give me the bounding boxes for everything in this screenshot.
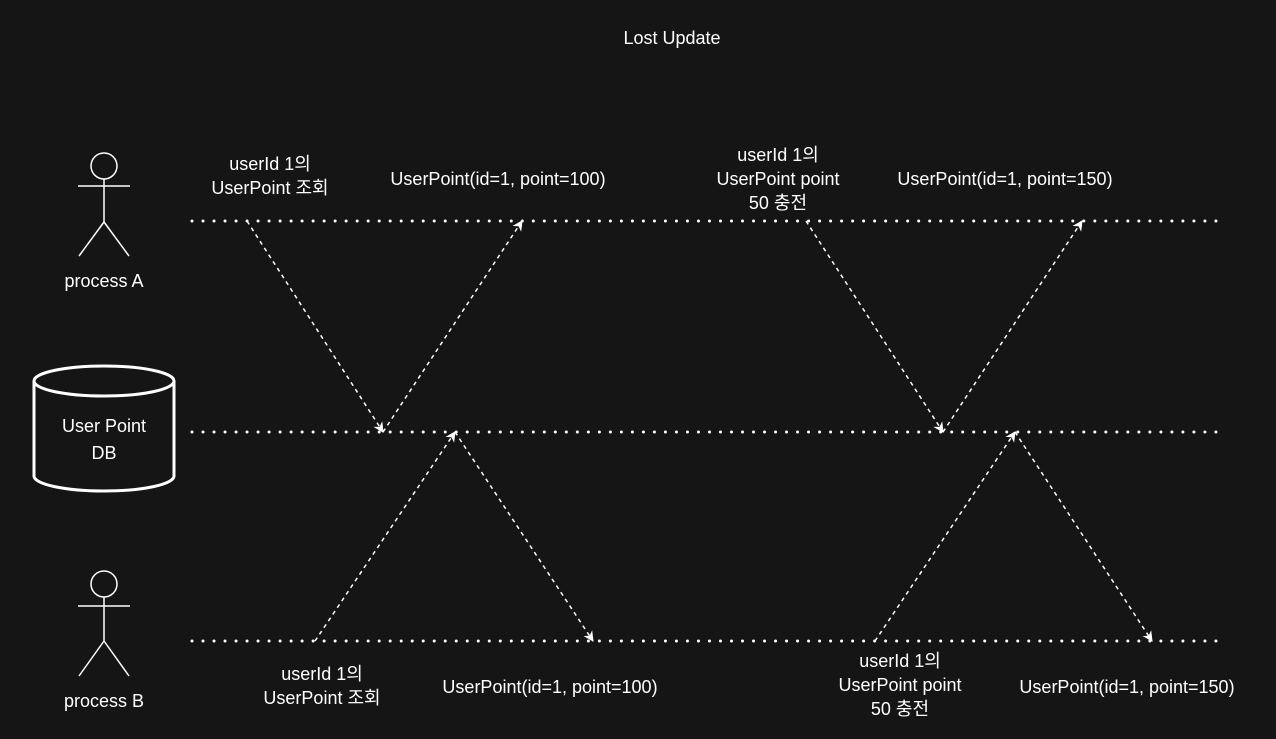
message-a-query-request: userId 1의 UserPoint 조회 (211, 154, 329, 198)
diagram-title: Lost Update (623, 28, 721, 48)
process-a-actor-icon (78, 152, 130, 257)
database-label-line1: User Point (61, 416, 147, 436)
message-b-query-response: UserPoint(id=1, point=100) (442, 677, 658, 697)
arrow-b-charge-to-db (874, 431, 1016, 642)
process-b-label: process B (63, 691, 145, 711)
arrow-db-to-b-charge-response (1014, 431, 1153, 642)
arrow-db-to-b-query-response (454, 431, 594, 642)
arrow-a-charge-to-db (805, 220, 944, 433)
process-a-label: process A (64, 271, 144, 291)
message-b-charge-response: UserPoint(id=1, point=150) (1019, 677, 1235, 697)
arrow-db-to-a-query-response (382, 220, 523, 433)
arrow-b-query-to-db (314, 431, 456, 642)
arrow-db-to-a-charge-response (942, 220, 1083, 433)
database-cylinder-icon (32, 364, 176, 493)
arrow-a-query-to-db (246, 220, 384, 433)
process-b-actor-icon (78, 570, 130, 677)
message-a-query-response: UserPoint(id=1, point=100) (390, 169, 606, 189)
message-b-charge-request: userId 1의 UserPoint point 50 충전 (838, 651, 962, 719)
message-b-query-request: userId 1의 UserPoint 조회 (263, 664, 381, 708)
database-label-line2: DB (91, 443, 117, 463)
message-a-charge-response: UserPoint(id=1, point=150) (897, 169, 1113, 189)
message-a-charge-request: userId 1의 UserPoint point 50 충전 (716, 145, 840, 213)
